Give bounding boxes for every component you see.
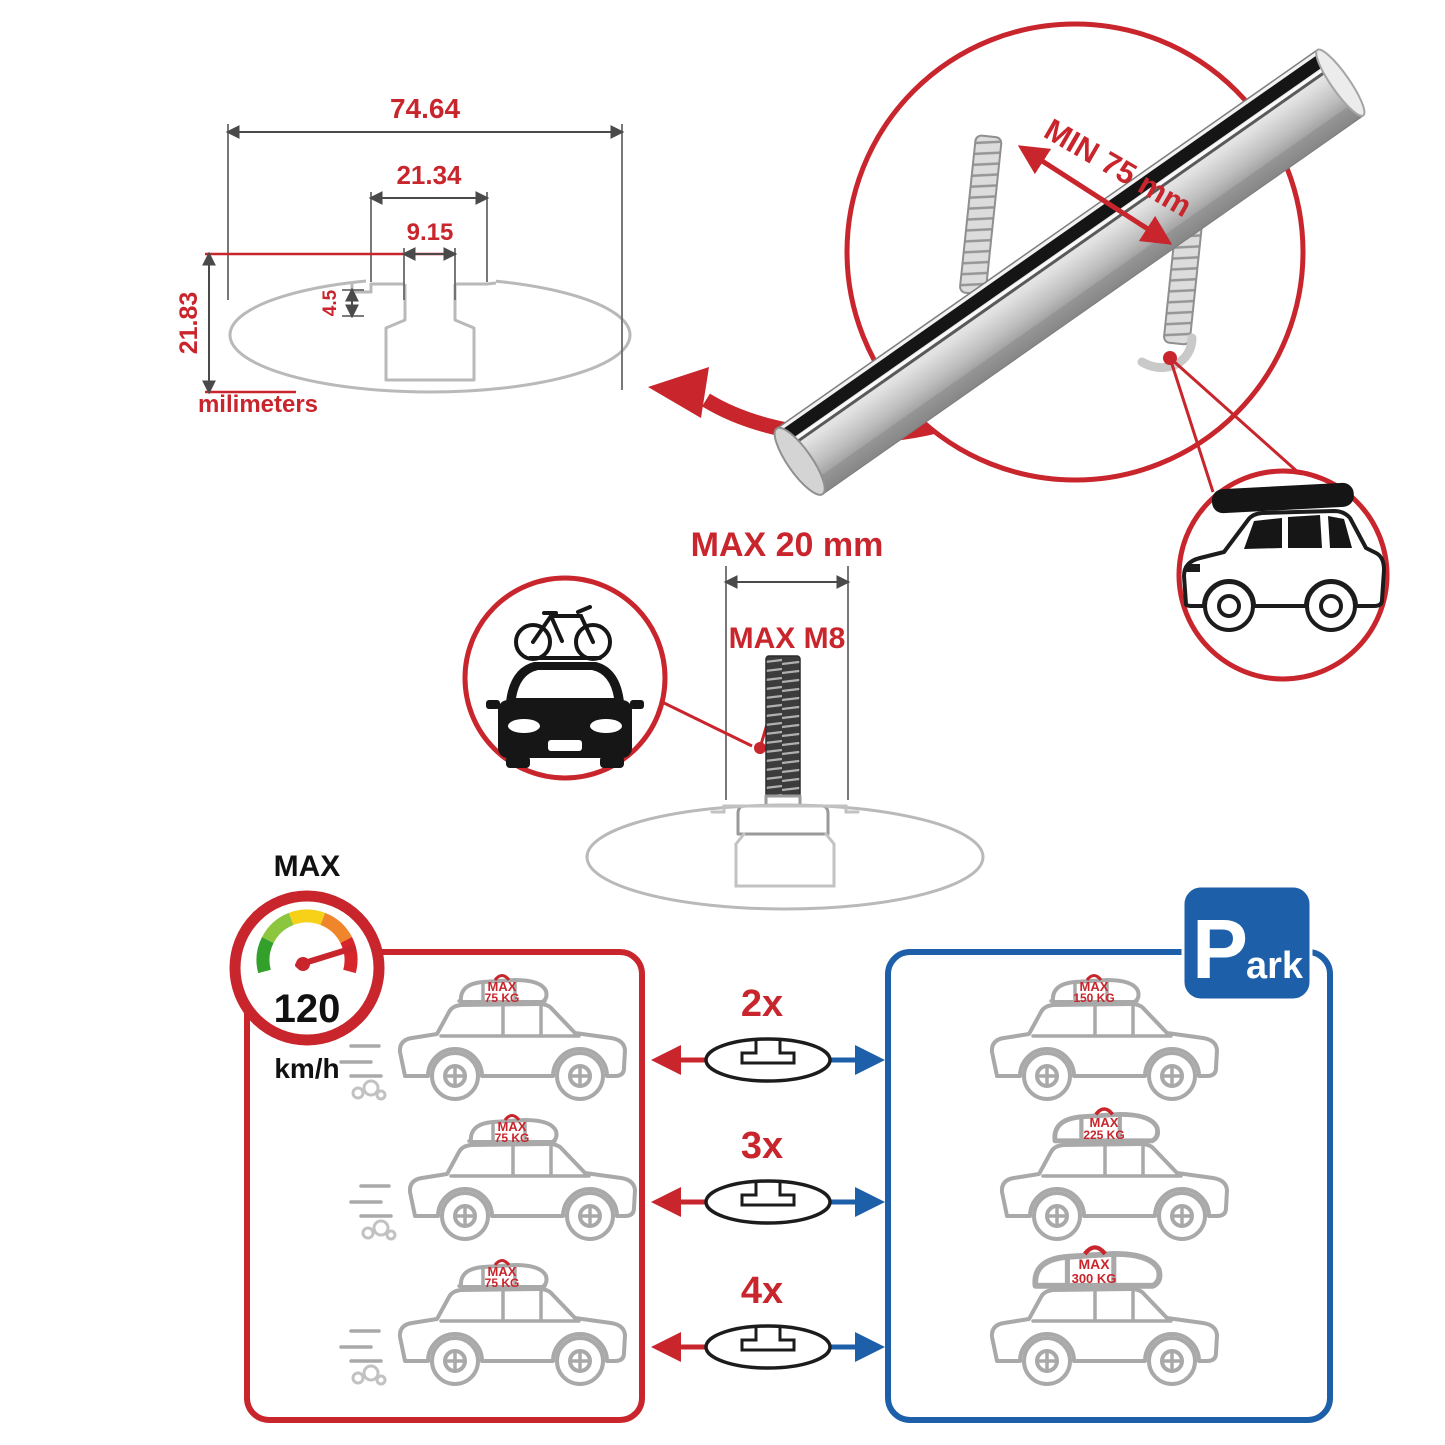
qty-label-3: 4x [741, 1270, 783, 1312]
units-label: milimeters [198, 391, 318, 418]
roof-load-max: MAX [1090, 1115, 1119, 1130]
qty-label-2: 3x [741, 1125, 783, 1167]
roof-load-max: MAX [1078, 1256, 1110, 1272]
roof-load-weight: 225 KG [1083, 1128, 1124, 1142]
exhaust-icon [349, 1184, 397, 1241]
driving-box [244, 949, 645, 1423]
roof-load-max: MAX [1080, 979, 1109, 994]
exhaust-icon [339, 1044, 387, 1101]
speed-unit: km/h [274, 1053, 339, 1084]
park-initial: P [1192, 902, 1248, 996]
dim-total-height: 21.83 [175, 292, 203, 355]
quantity-row-2: 3x [651, 1125, 885, 1225]
roof-load-max: MAX [488, 1264, 517, 1279]
roof-load-weight: 75 KG [495, 1131, 530, 1145]
roof-load-weight: 150 KG [1073, 991, 1114, 1005]
max-protrusion-label: MAX 20 mm [691, 526, 884, 564]
dim-step-depth: 4.5 [320, 289, 341, 316]
parked-car-2: MAX 225 KG [999, 1109, 1229, 1241]
max-thread-label: MAX M8 [729, 622, 846, 655]
roof-load-weight: 75 KG [485, 1276, 520, 1290]
dim-slot-inner-width: 9.15 [407, 219, 454, 246]
profile-under-bolt [585, 803, 985, 911]
parking-sign-icon: P ark [1181, 884, 1313, 1002]
parked-box [885, 949, 1333, 1423]
suv-roofbox-icon [1176, 468, 1390, 682]
roof-load-weight: 75 KG [485, 991, 520, 1005]
quantity-row-3: 4x [651, 1270, 885, 1370]
dim-total-width: 74.64 [390, 93, 460, 124]
profile-dimension-diagram: 74.64 21.34 9.15 4.5 21.83 milimeters [175, 93, 632, 418]
exhaust-icon [339, 1329, 387, 1386]
driving-car-2: MAX 75 KG [349, 1113, 637, 1241]
roof-load-weight: 300 KG [1072, 1271, 1117, 1286]
t-bolt [736, 655, 830, 836]
parked-car-3: MAX 300 KG [989, 1247, 1219, 1386]
driving-car-1: MAX 75 KG [339, 973, 627, 1101]
roof-load-max: MAX [488, 979, 517, 994]
park-rest: ark [1246, 945, 1304, 987]
fitting-diagram: MAX 20 mm MAX M8 [462, 526, 985, 911]
dim-slot-outer-width: 21.34 [396, 160, 462, 190]
car-front-bike-icon [462, 575, 668, 781]
aluminum-crossbar [773, 48, 1366, 496]
speed-value: 120 [274, 987, 341, 1031]
thread-dot [754, 742, 766, 754]
speed-max-label: MAX [274, 850, 341, 883]
qty-label-1: 2x [741, 983, 783, 1025]
crossbar-profile-icon [228, 271, 632, 394]
quantity-row-1: 2x [651, 983, 885, 1083]
roof-load-max: MAX [498, 1119, 527, 1134]
driving-car-3: MAX 75 KG [339, 1258, 627, 1386]
crossbar-render-callout: MIN 75 mm [773, 21, 1390, 682]
parked-car-1: MAX 150 KG [989, 973, 1219, 1101]
speedometer-icon: MAX 120 km/h [229, 850, 385, 1084]
